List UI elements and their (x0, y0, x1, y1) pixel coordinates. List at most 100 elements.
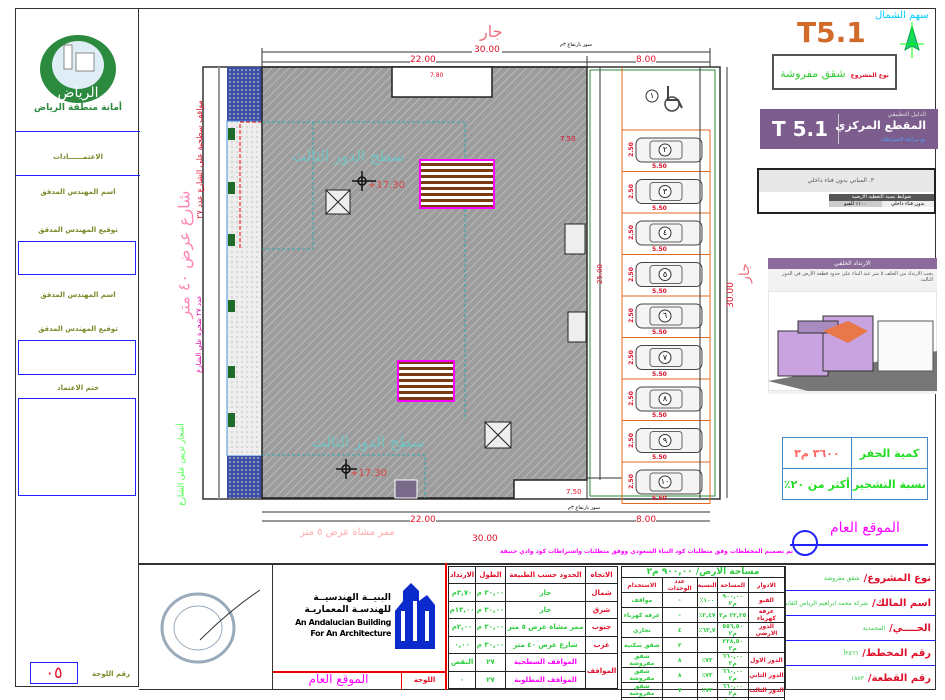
column-header: الاستخدام (621, 577, 663, 593)
auditor-name-label: اسم المهندس المدقق (40, 188, 116, 196)
parking-stalls (621, 86, 711, 504)
table-cell: الدور الثاني (747, 667, 786, 683)
table-cell: ٦٦٠,٠٠ م٢ (716, 682, 749, 698)
stall-dimension: 5.50 (652, 370, 667, 378)
table-cell: ٣٠,٠٠ م (475, 618, 506, 637)
divider (16, 131, 140, 132)
auditor-sign-label: توقيع المهندس المدقق (38, 325, 118, 333)
table-cell: النقص (447, 653, 477, 672)
table-cell: - (661, 697, 698, 700)
table-cell: ٠ (447, 670, 477, 690)
project-info-label: رقم القطعة/ (867, 672, 931, 684)
table-cell: ٨ (661, 652, 698, 668)
dim-total-bottom: 30.00 (472, 534, 498, 544)
parking-stall (621, 129, 711, 172)
stall-dimension: 5.50 (652, 495, 667, 502)
parking-number: ٢ (662, 145, 668, 154)
dim-building-bottom: 22.00 (410, 515, 436, 525)
table-cell: ١٠٠٪ (696, 592, 718, 608)
wall-note-bottom: سور بارتفاع ٣م (568, 505, 600, 511)
banner-code: T 5.1 (772, 117, 829, 141)
left-panel: الرياض أمانة منطقة الرياض الاعتمــــــاد… (15, 8, 140, 687)
signature-box-2[interactable] (18, 340, 136, 375)
stall-dimension: 5.50 (652, 453, 667, 461)
table-cell: - (661, 592, 698, 608)
level-marker-2: +17.30 (350, 468, 388, 479)
table-cell: شقق مفروشة (621, 652, 663, 668)
approvals-title: الاعتمــــــادات (53, 153, 103, 161)
table-cell: مواقف (621, 592, 663, 608)
stall-width: 2.50 (627, 349, 635, 365)
table-cell: - (696, 697, 718, 700)
project-info-row: رقم المخطط/٢٥٦٦أ (786, 641, 935, 666)
table-cell: شمال (585, 583, 618, 602)
roof-label-2: سطح الدور الثالث (312, 433, 425, 451)
table-cell: ٢٧ (475, 653, 506, 672)
parking-stall (621, 254, 711, 297)
project-info-label: رقم المخطط/ (862, 647, 931, 659)
column-header: عدد الوحدات (661, 577, 698, 593)
land-area: مساحة الارض/ ٩٠٠,٠٠ م٢ (621, 566, 785, 578)
parking-stall (621, 420, 711, 463)
column-header: النسبة (696, 577, 718, 593)
table-cell: ٥٥٦,٥٠ م٢ (716, 622, 749, 638)
firm-name-en: An Andalucian Building (295, 618, 391, 627)
stall-width: 2.50 (627, 266, 635, 282)
project-info-value: ١٨٨٣ (850, 674, 864, 682)
table-cell: ٦٦٠,٠٠ م٢ (716, 667, 749, 683)
building-3d-illustration (767, 290, 938, 392)
north-arrow-icon (900, 22, 924, 58)
table-cell: المواقف السطحية (504, 653, 587, 672)
table-cell: شرق (585, 600, 618, 620)
table-cell: ٩٠٠,٠٠ م٢ (716, 592, 749, 608)
table-cell: شقق مفروشة (621, 667, 663, 683)
table-cell: ٢,٠٠م (447, 618, 477, 637)
project-info-value: ٢٥٦٦أ (843, 649, 859, 657)
divider (273, 671, 446, 673)
table-cell: ٢ (661, 637, 698, 653)
project-info-value: المحمدية (862, 624, 886, 632)
stall-dimension: 5.50 (652, 287, 667, 295)
table-cell: جار (504, 600, 587, 620)
table-cell: الاسوار (747, 697, 786, 700)
project-type-box: نوع المشروع شقق مفروشة (772, 54, 897, 90)
signature-box-1[interactable] (18, 241, 136, 275)
excavation-label: كمية الحفر (850, 437, 929, 469)
parking-number: ١ (649, 91, 655, 100)
table-cell: ٧٣٪ (696, 667, 718, 683)
footnote: تم تصميم المخططات وفق متطلبات كود البناء… (500, 548, 794, 555)
table-cell: جار (504, 583, 587, 602)
sheet-name: الموقع العام (308, 672, 369, 686)
table-cell: ٧٣٪ (696, 682, 718, 698)
divider (838, 114, 839, 144)
table-cell: غرفة كهرباء (621, 607, 663, 623)
project-type-value: شقق مفروشة (780, 67, 846, 80)
table-cell: - (661, 607, 698, 623)
stamp-box[interactable] (18, 398, 136, 496)
dim-setback: 7.50 (566, 488, 582, 496)
table-cell: غرفة كهرباء (747, 607, 786, 623)
title-marker-icon (792, 530, 818, 556)
table-cell (696, 637, 718, 653)
table-cell: ٣٠,٠٠ م (475, 583, 506, 602)
table-cell: الدور الثالث (747, 682, 786, 698)
project-info-label: اسم المالك/ (872, 597, 931, 609)
project-info-row: اسم المالك/شركة محمد ابراهيم الرياض القا… (786, 591, 935, 616)
setback-card: الارتداد الخلفي يجب الارتداد من الخلف ٥ … (767, 258, 938, 394)
banner-title: المقطع المركزي (835, 119, 926, 132)
table-cell: ٣٠,٠٠ م (475, 600, 506, 620)
table-cell: جنوب (585, 618, 618, 637)
table-cell: ٦٦٠,٠٠ م٢ (716, 652, 749, 668)
column-header: الارتداد (447, 565, 477, 585)
parking-number: ٨ (662, 394, 668, 403)
project-info-row: رقم القطعة/١٨٨٣ (786, 666, 935, 690)
setback-text: يجب الارتداد من الخلف ٥ متر عند البناء ع… (782, 271, 933, 283)
info-table-head: ضوابط نسبة التغطية الأرضية (829, 194, 934, 201)
project-info-label: نوع المشروع/ (863, 572, 931, 584)
table-cell: المواقف المطلوبة (504, 670, 587, 690)
